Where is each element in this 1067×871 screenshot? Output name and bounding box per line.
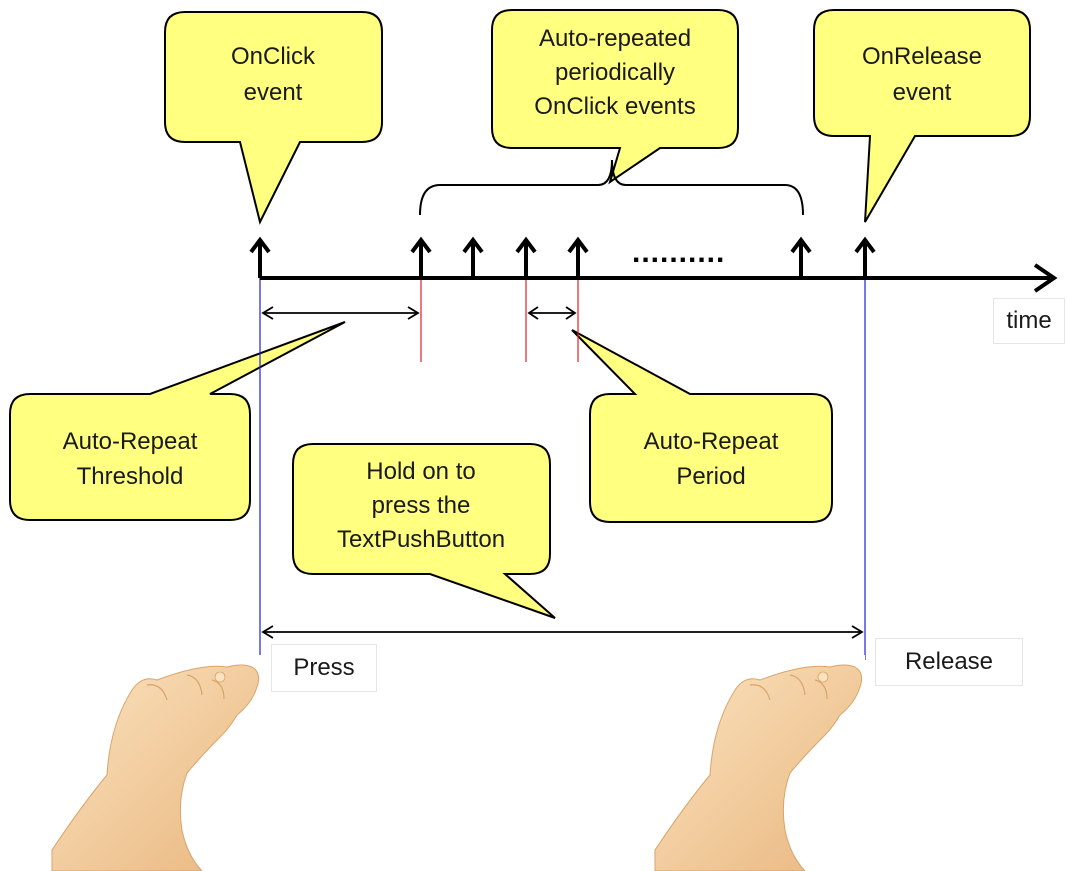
time-label: time bbox=[993, 298, 1065, 344]
callout-hold: Hold on to press the TextPushButton bbox=[292, 443, 556, 619]
callout-threshold: Auto-Repeat Threshold bbox=[9, 321, 346, 521]
event-arrow-onrelease bbox=[854, 236, 876, 278]
hand-press-icon bbox=[51, 655, 262, 871]
callout-onclick: OnClick event bbox=[164, 11, 383, 225]
callout-period-line2: Period bbox=[676, 463, 745, 490]
callout-period: Auto-Repeat Period bbox=[571, 329, 833, 523]
callout-onrelease-line1: OnRelease bbox=[862, 43, 982, 70]
release-label: Release bbox=[875, 638, 1023, 686]
threshold-interval-arrow bbox=[261, 306, 420, 320]
ellipsis-dots: .......... bbox=[632, 236, 725, 269]
press-label: Press bbox=[271, 644, 377, 692]
event-arrow-repeat-3 bbox=[515, 236, 537, 278]
callout-onrelease: OnRelease event bbox=[813, 9, 1031, 223]
brace bbox=[419, 159, 804, 216]
callout-threshold-line1: Auto-Repeat bbox=[63, 428, 198, 455]
event-arrows bbox=[249, 236, 876, 278]
callout-autorepeated-line2: periodically bbox=[555, 59, 675, 86]
callout-period-line1: Auto-Repeat bbox=[644, 428, 779, 455]
callout-threshold-line2: Threshold bbox=[77, 463, 184, 490]
event-arrow-repeat-last bbox=[790, 236, 812, 278]
callout-hold-line1: Hold on to bbox=[366, 458, 475, 485]
period-interval-arrow bbox=[527, 306, 577, 320]
hand-release-icon bbox=[654, 655, 865, 871]
callout-hold-line2: press the bbox=[372, 492, 471, 519]
callout-hold-line3: TextPushButton bbox=[337, 526, 505, 553]
event-arrow-repeat-2 bbox=[462, 236, 484, 278]
event-arrow-repeat-1 bbox=[410, 236, 432, 278]
hold-interval-arrow bbox=[261, 625, 864, 639]
event-arrow-onclick bbox=[249, 236, 271, 278]
callout-onclick-line2: event bbox=[244, 79, 303, 106]
callout-autorepeated: Auto-repeated periodically OnClick event… bbox=[491, 9, 739, 185]
callout-autorepeated-line1: Auto-repeated bbox=[539, 25, 691, 52]
callout-onclick-line1: OnClick bbox=[231, 43, 316, 70]
event-arrow-repeat-4 bbox=[567, 236, 589, 278]
callout-autorepeated-line3: OnClick events bbox=[534, 93, 695, 120]
callout-onrelease-line2: event bbox=[893, 79, 952, 106]
time-axis bbox=[260, 263, 1058, 293]
